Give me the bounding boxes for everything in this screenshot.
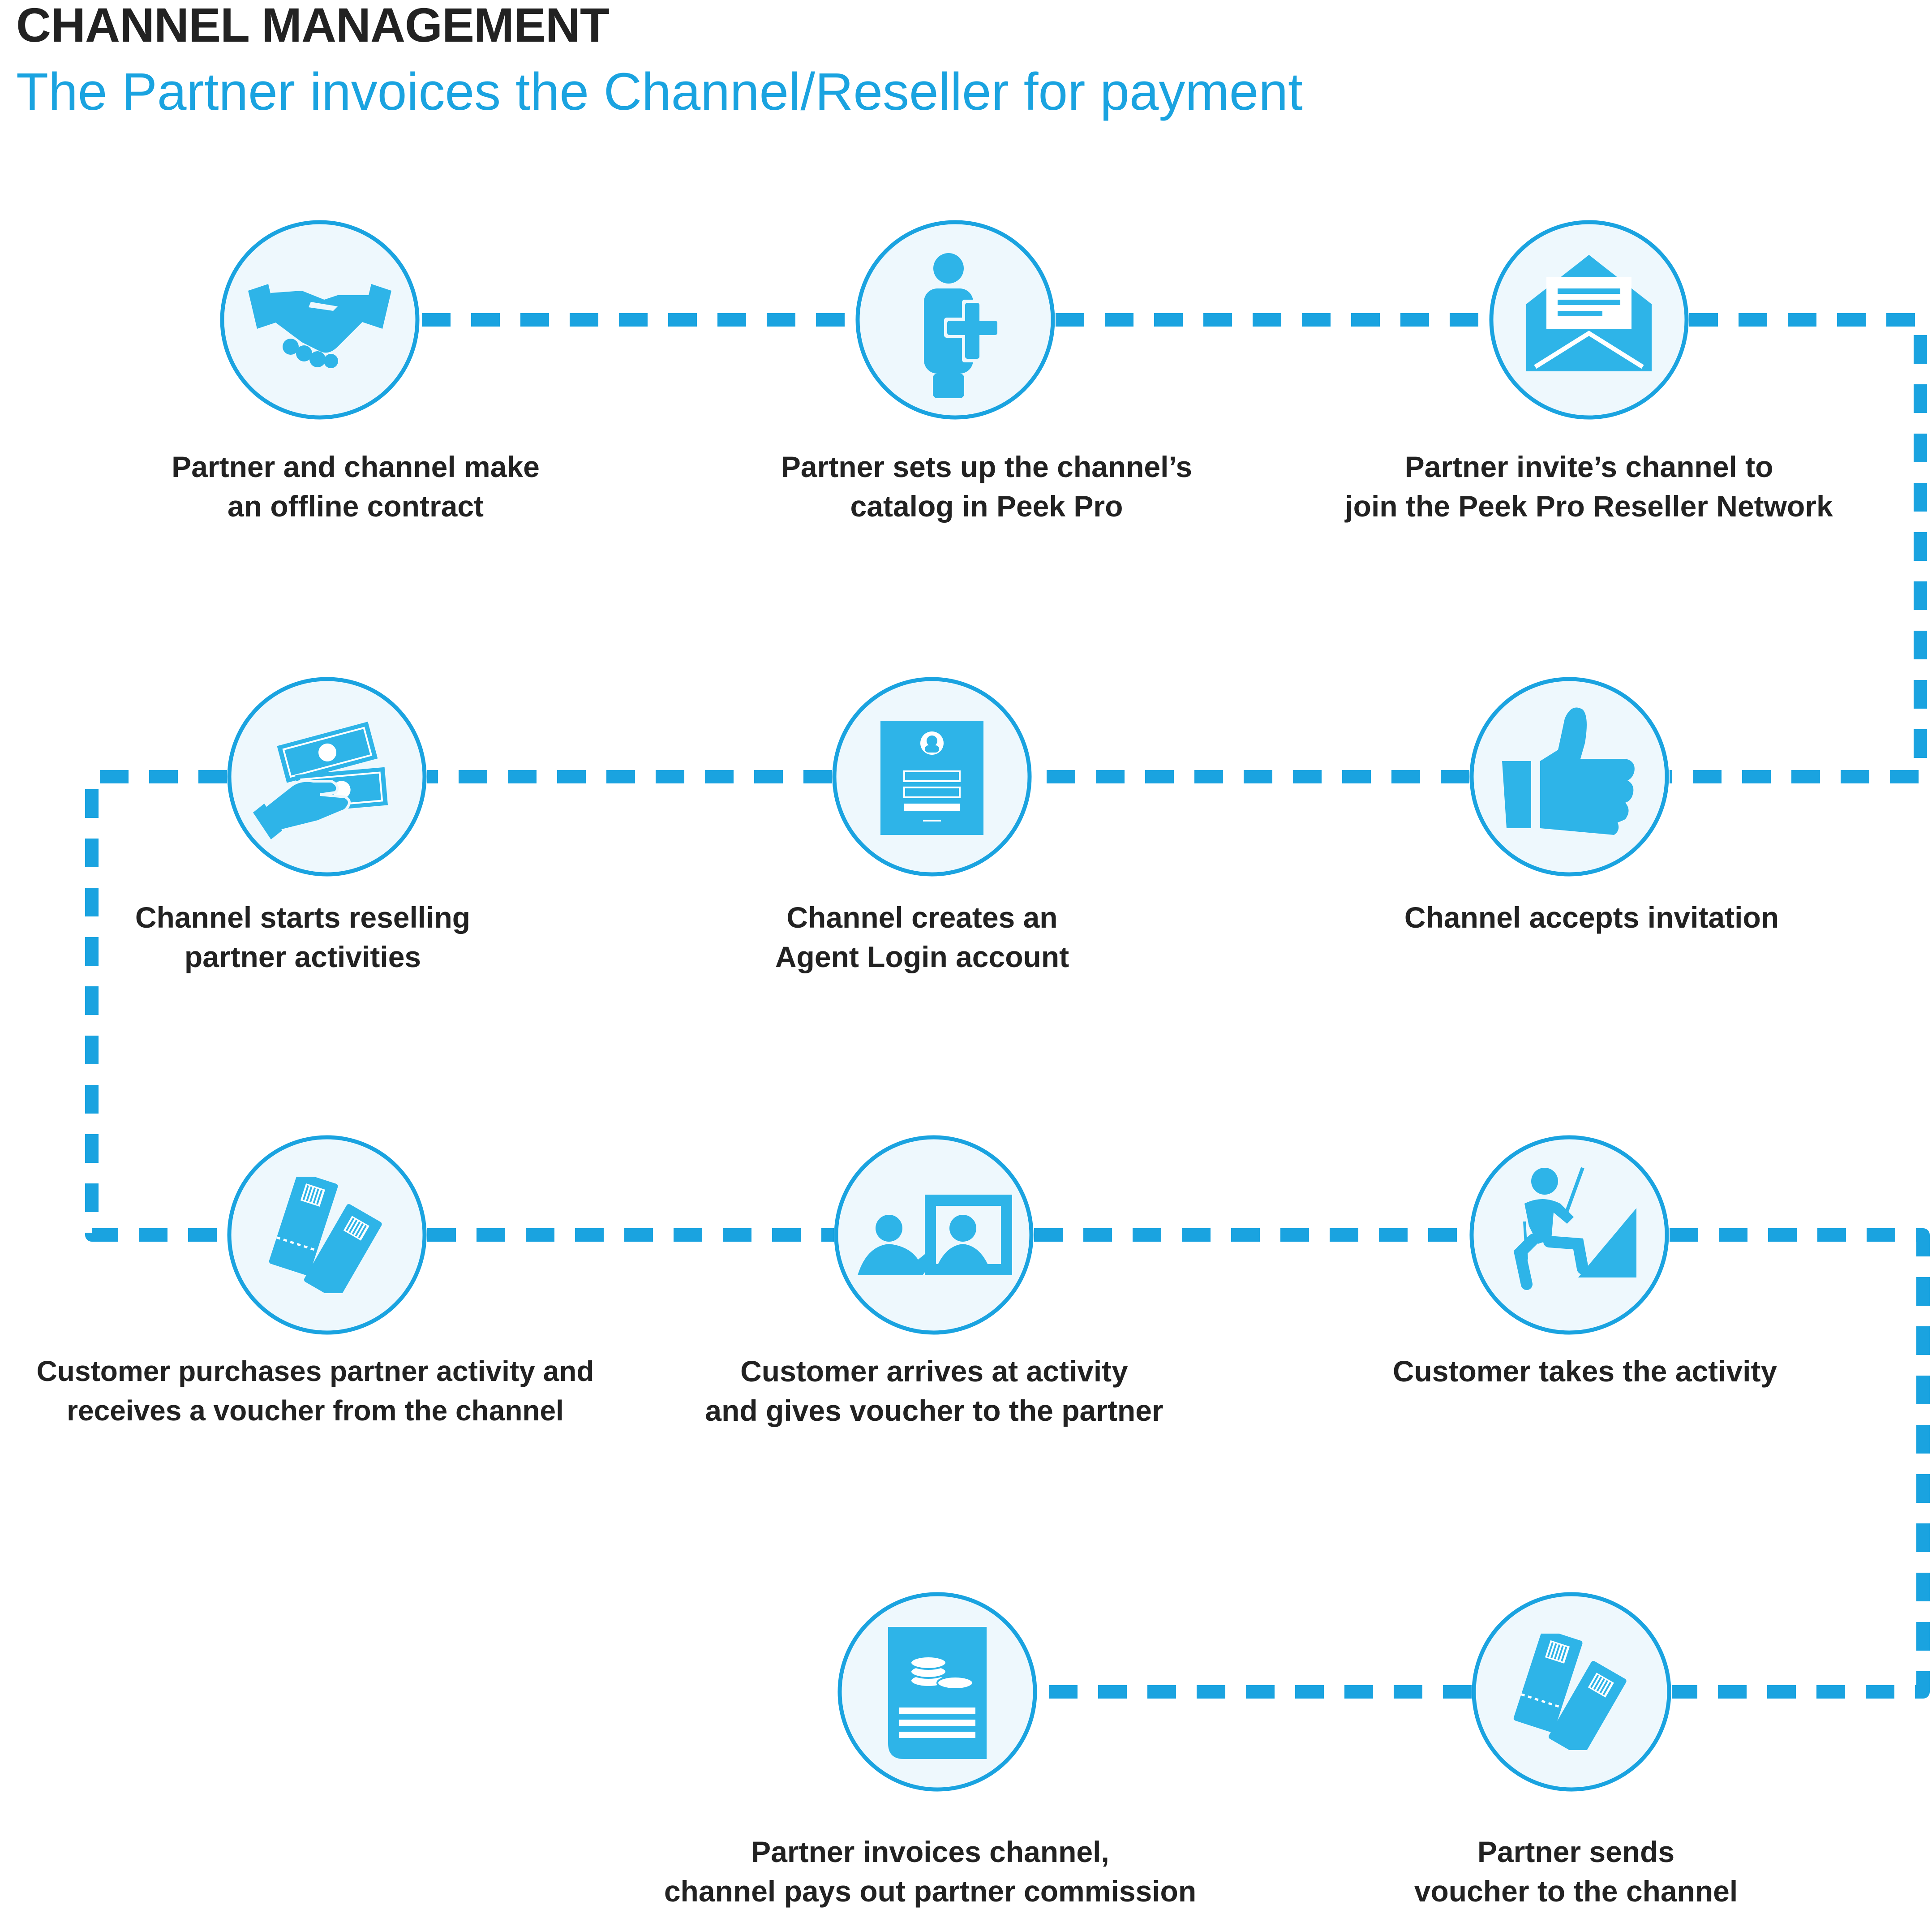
- connector-9-10: [1670, 1228, 1930, 1699]
- step-4-node: [1469, 677, 1669, 877]
- step-6-node: [227, 677, 427, 877]
- step-10-label: Partner sends voucher to the channel: [1414, 1835, 1738, 1908]
- step-10-node: [1472, 1592, 1671, 1792]
- step-2-node: [855, 220, 1055, 420]
- step-11-label: Partner invoices channel, channel pays o…: [664, 1835, 1197, 1908]
- login-form-icon: [880, 721, 983, 835]
- step-2-label: Partner sets up the channel’s catalog in…: [781, 450, 1193, 523]
- step-9-node: [1469, 1135, 1669, 1335]
- add-user-icon: [924, 253, 1000, 398]
- envelope-icon: [1526, 255, 1652, 371]
- connector-3-4: [1670, 313, 1927, 783]
- thumbs-up-icon: [1502, 707, 1635, 835]
- handshake-icon: [248, 284, 391, 368]
- step-3-label: Partner invite’s channel to join the Pee…: [1345, 450, 1833, 523]
- step-7-label: Customer purchases partner activity and …: [36, 1355, 594, 1427]
- step-1-node: [220, 220, 420, 420]
- step-3-node: [1489, 220, 1689, 420]
- step-11-node: [837, 1592, 1037, 1792]
- step-7-node: [227, 1135, 427, 1335]
- step-5-node: [832, 677, 1032, 877]
- step-6-label: Channel starts reselling partner activit…: [135, 901, 471, 973]
- meeting-icon: [858, 1195, 1012, 1275]
- step-9-label: Customer takes the activity: [1392, 1355, 1777, 1388]
- step-8-label: Customer arrives at activity and gives v…: [705, 1355, 1163, 1427]
- invoice-icon: [888, 1627, 987, 1759]
- flow-connectors: [85, 313, 1930, 1699]
- step-5-label: Channel creates an Agent Login account: [775, 901, 1069, 973]
- step-1-label: Partner and channel make an offline cont…: [172, 450, 540, 523]
- step-8-node: [834, 1135, 1034, 1335]
- page-subtitle: The Partner invoices the Channel/Reselle…: [16, 62, 1303, 121]
- cash-hand-icon: [253, 722, 388, 839]
- page-title: CHANNEL MANAGEMENT: [16, 0, 610, 52]
- step-4-label: Channel accepts invitation: [1404, 901, 1779, 934]
- climber-icon: [1513, 1167, 1636, 1290]
- connector-6-7: [85, 770, 227, 1242]
